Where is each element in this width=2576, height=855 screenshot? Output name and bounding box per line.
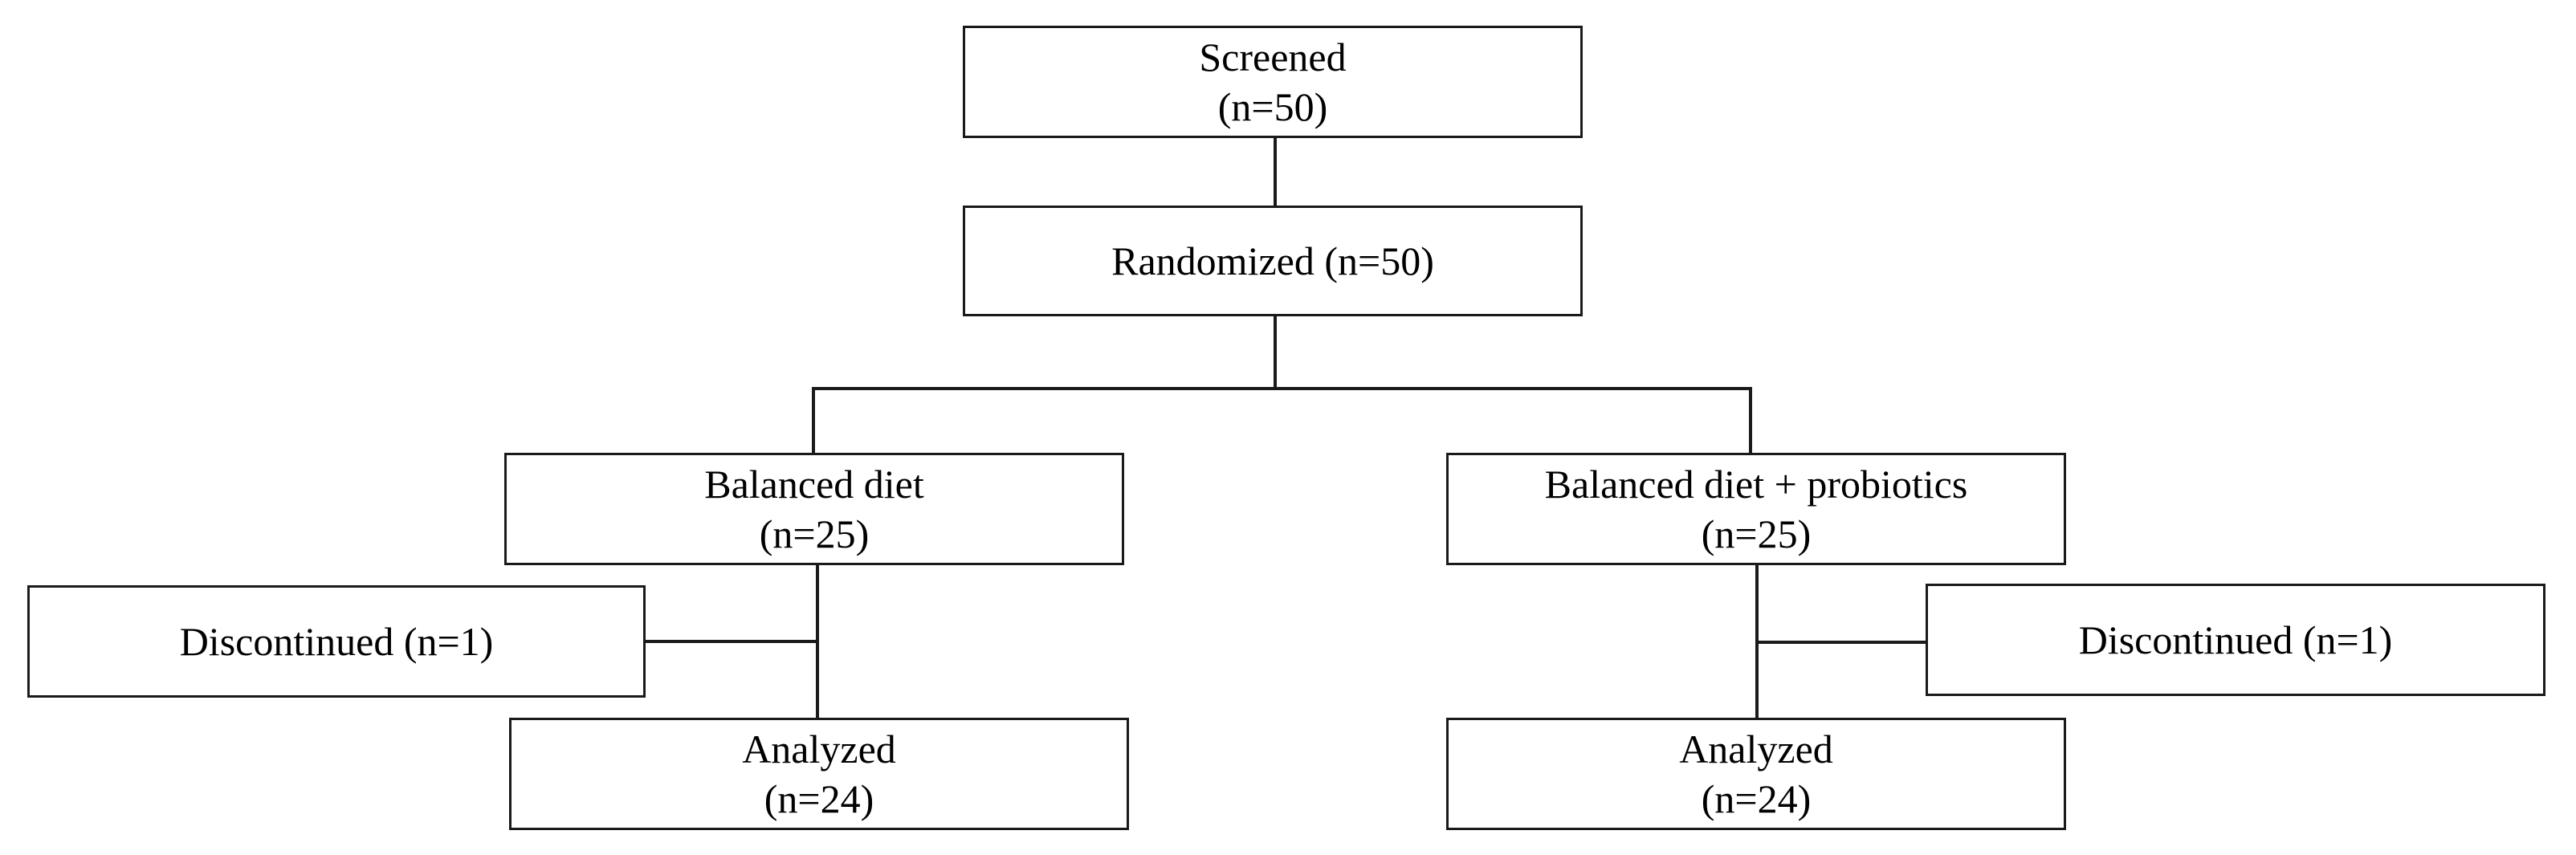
connector-split-right-arm (1749, 387, 1752, 454)
connector-randomized-split (1274, 315, 1277, 389)
left-allocation-count: (n=25) (759, 511, 870, 556)
left-allocation-box: Balanced diet (n=25) (504, 453, 1124, 565)
connector-right-discontinued (1755, 641, 1929, 644)
right-analyzed-label: Analyzed (1679, 727, 1833, 772)
left-allocation-label: Balanced diet (704, 462, 924, 507)
connector-split-horizontal (812, 387, 1752, 390)
right-analyzed-box: Analyzed (n=24) (1446, 718, 2066, 830)
left-analyzed-label: Analyzed (742, 727, 896, 772)
connector-left-allocation-analyzed (816, 564, 819, 719)
right-allocation-count: (n=25) (1701, 511, 1812, 556)
randomized-box: Randomized (n=50) (963, 206, 1583, 316)
right-allocation-box: Balanced diet + probiotics (n=25) (1446, 453, 2066, 565)
left-discontinued-box: Discontinued (n=1) (27, 585, 646, 698)
right-allocation-label: Balanced diet + probiotics (1544, 462, 1968, 507)
left-analyzed-box: Analyzed (n=24) (509, 718, 1129, 830)
connector-screened-randomized (1274, 136, 1277, 207)
left-discontinued-label: Discontinued (n=1) (179, 619, 494, 664)
connector-left-discontinued (644, 640, 817, 643)
screened-box: Screened (n=50) (963, 26, 1583, 138)
randomized-label: Randomized (n=50) (1111, 238, 1434, 283)
right-discontinued-box: Discontinued (n=1) (1926, 584, 2545, 696)
screened-label: Screened (1199, 35, 1347, 79)
left-analyzed-count: (n=24) (764, 776, 874, 821)
right-discontinued-label: Discontinued (n=1) (2078, 617, 2393, 662)
connector-split-left-arm (812, 387, 815, 454)
screened-count: (n=50) (1217, 84, 1328, 129)
right-analyzed-count: (n=24) (1701, 776, 1812, 821)
